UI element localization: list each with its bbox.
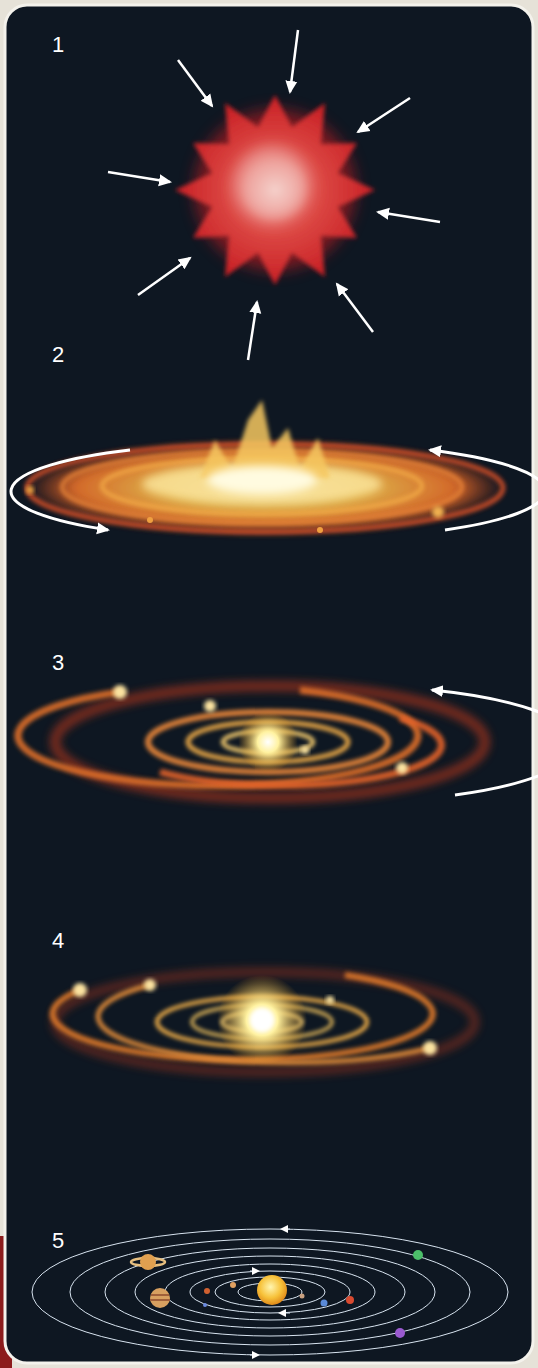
rotation-arrows-part [430, 450, 538, 530]
forming-rings-part [204, 700, 216, 712]
planetesimal-orbits-part [73, 983, 87, 997]
forming-rings-part [396, 762, 408, 774]
orbit-arrows-part [280, 1313, 290, 1314]
protoplanetary-disk [25, 400, 505, 534]
orbit-arrows-part [250, 1271, 258, 1272]
solar-system-orbits [32, 1229, 508, 1355]
planetesimal-orbits-part [423, 1041, 437, 1055]
planets-part [257, 1275, 287, 1305]
planets-part [150, 1295, 170, 1300]
planets-part [230, 1282, 236, 1288]
inward-arrows-part [378, 212, 440, 222]
orbit-arrows-part [282, 1229, 290, 1230]
collapsing-cloud-part [175, 95, 375, 285]
protoplanetary-disk-part [102, 458, 422, 514]
planets-part [300, 1294, 305, 1299]
solar-system-orbits-part [135, 1256, 405, 1328]
forming-rings-part [301, 746, 309, 754]
planets-part [346, 1296, 354, 1304]
inward-arrows [108, 30, 440, 360]
planetesimal-orbits-part [217, 975, 307, 1065]
solar-system-orbits-part [190, 1271, 350, 1313]
planets-part [395, 1328, 405, 1338]
planets-part [413, 1250, 423, 1260]
protoplanetary-disk-part [147, 517, 153, 523]
planets-part [203, 1303, 207, 1307]
planets [131, 1250, 423, 1338]
forming-rings-part [238, 712, 298, 772]
protoplanetary-disk-part [207, 466, 317, 494]
inward-arrows-part [138, 258, 190, 295]
stage-number: 4 [52, 930, 64, 952]
rotation-arrows [11, 450, 538, 530]
inward-arrows-part [290, 30, 298, 92]
inward-arrows-part [108, 172, 170, 182]
stage-number: 5 [52, 1230, 64, 1252]
protoplanetary-disk-part [142, 464, 382, 504]
solar-system-orbits-part [165, 1264, 375, 1320]
planetesimal-orbits-part [326, 996, 334, 1004]
protoplanetary-disk-part [317, 527, 323, 533]
planetesimal-orbits-part [250, 1008, 274, 1032]
solar-system-orbits-part [70, 1239, 470, 1345]
solar-system-orbits-part [32, 1229, 508, 1355]
planets-part [150, 1288, 170, 1308]
inward-arrows-part [337, 284, 373, 332]
forming-rings-part [113, 685, 127, 699]
orbit-arrows [250, 1229, 290, 1355]
solar-system-orbits-part [105, 1248, 435, 1336]
stage-number: 3 [52, 652, 64, 674]
planets-part [204, 1288, 210, 1294]
inward-arrows-part [358, 98, 410, 132]
rotation-arrow [432, 690, 538, 795]
protoplanetary-disk-part [432, 506, 444, 518]
forming-rings-part [18, 690, 418, 786]
forming-rings-part [160, 718, 441, 785]
planetesimal-orbits-part [55, 972, 475, 1072]
forming-rings-part [148, 712, 388, 772]
collapsing-cloud [175, 95, 375, 285]
planetesimal-orbits-part [144, 979, 156, 991]
inward-arrows-part [178, 60, 212, 106]
stage-number: 2 [52, 344, 64, 366]
protoplanetary-disk-part [26, 486, 34, 494]
planetesimal-orbits [53, 972, 475, 1072]
dark-panel [5, 5, 533, 1363]
orbit-arrows-part [250, 1355, 258, 1356]
planets-part [140, 1254, 156, 1270]
rotation-arrows-part [11, 450, 130, 530]
stage-number: 1 [52, 34, 64, 56]
collapsing-cloud-part [234, 147, 310, 223]
planets-part [321, 1300, 328, 1307]
forming-rings [18, 685, 485, 798]
inward-arrows-part [248, 302, 257, 360]
